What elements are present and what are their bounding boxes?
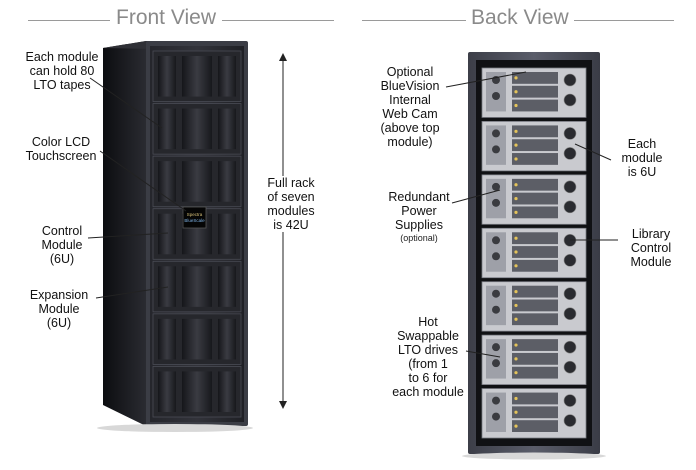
leader-lines	[87, 71, 618, 358]
back-module	[481, 67, 587, 118]
front-expansion-module	[152, 313, 242, 365]
back-title-rule-right	[574, 20, 674, 21]
front-title-rule-left	[28, 20, 110, 21]
label-expansion-module: Expansion Module (6U)	[29, 288, 89, 330]
back-module	[481, 227, 587, 279]
leader-each-module	[574, 143, 612, 161]
label-full-rack: Full rack of seven modules is 42U	[250, 176, 332, 232]
front-expansion-module	[152, 366, 242, 418]
front-expansion-module	[152, 260, 242, 313]
leader-power	[451, 189, 501, 204]
back-module	[481, 281, 587, 332]
back-module	[481, 334, 587, 385]
front-expansion-module	[152, 155, 242, 208]
leader-control	[87, 232, 169, 239]
lcd-logo-line-2: BlueScale	[184, 218, 205, 223]
label-power-optional: (optional)	[400, 233, 438, 243]
label-each-module: Each module is 6U	[621, 137, 663, 179]
back-rack-shadow	[462, 452, 606, 460]
back-view-title: Back View	[471, 6, 569, 29]
leader-webcam	[445, 71, 527, 88]
front-modules	[152, 50, 242, 418]
label-lcd-touchscreen: Color LCD Touchscreen	[25, 135, 97, 163]
front-expansion-module	[152, 50, 242, 102]
label-module-capacity: Each module can hold 80 LTO tapes	[25, 50, 99, 92]
label-webcam: Optional BlueVision Internal Web Cam (ab…	[380, 65, 440, 149]
front-rack: Spectra BlueScale	[97, 41, 253, 432]
leader-expansion	[95, 286, 169, 299]
front-rack-side-panel	[103, 41, 146, 426]
leader-lcd	[99, 150, 187, 212]
label-lto-drives: Hot Swappable LTO drives (from 1 to 6 fo…	[392, 315, 464, 399]
label-library-control: Library Control Module	[630, 227, 672, 269]
leader-capacity	[89, 77, 163, 129]
back-module	[481, 388, 587, 439]
front-view-title: Front View	[116, 6, 216, 29]
label-power-supplies: Redundant Power Supplies	[388, 190, 450, 232]
back-modules	[481, 67, 587, 439]
back-module	[481, 121, 587, 172]
front-expansion-module	[152, 103, 242, 155]
back-rack	[462, 52, 606, 460]
leader-drives	[465, 350, 501, 358]
lcd-touchscreen	[182, 206, 207, 229]
front-title-rule-right	[222, 20, 334, 21]
back-title-rule-left	[362, 20, 466, 21]
label-control-module: Control Module (6U)	[41, 224, 83, 266]
lcd-logo-line-1: Spectra	[187, 212, 203, 217]
back-module	[481, 174, 587, 225]
front-rack-shadow	[97, 424, 253, 432]
